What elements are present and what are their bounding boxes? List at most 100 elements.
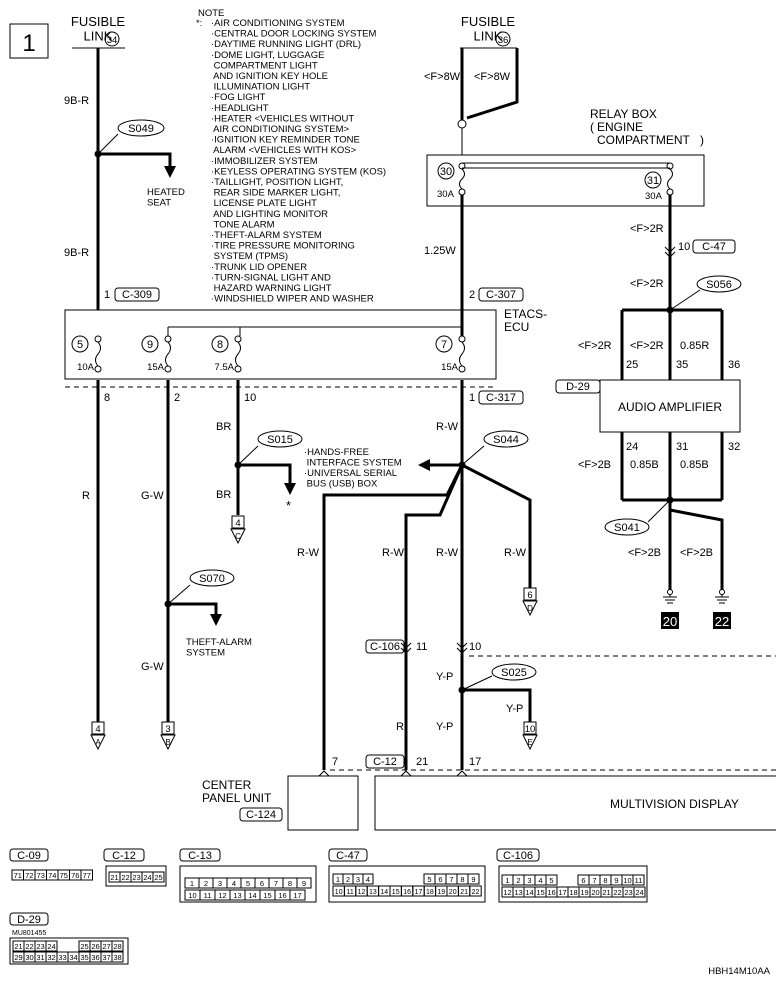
- pin-10-c47: 10: [678, 241, 690, 253]
- wire-label-br-2: BR: [216, 489, 231, 501]
- relay-fuse-30-num: 30: [440, 166, 452, 178]
- page-number: 1: [22, 30, 35, 57]
- pin: 38: [113, 953, 121, 962]
- pin: 23: [36, 942, 44, 951]
- wire-label-gw-2: G-W: [141, 661, 164, 673]
- pin: 14: [380, 889, 388, 896]
- pin: 19: [580, 888, 588, 897]
- pin-2-c307: 2: [469, 289, 475, 301]
- pin: 20: [591, 888, 599, 897]
- pin: 16: [403, 889, 411, 896]
- pin: 21: [460, 889, 468, 896]
- pin: 16: [547, 888, 555, 897]
- pin: 75: [60, 871, 68, 880]
- pin: 3: [356, 875, 360, 884]
- ref-number: 6: [527, 590, 532, 601]
- relay-fuse-31-num: 31: [647, 175, 659, 187]
- pin: 11: [346, 889, 353, 896]
- relay-box-sub2: COMPARTMENT: [597, 133, 691, 147]
- audio-amplifier-label: AUDIO AMPLIFIER: [618, 400, 722, 414]
- pin: 21: [14, 942, 22, 951]
- pin: 12: [218, 891, 226, 900]
- pin: 15: [392, 889, 400, 896]
- pin: 20: [449, 889, 457, 896]
- note-block: NOTE *: ·AIR CONDITIONING SYSTEM·CENTRAL…: [196, 8, 386, 305]
- note-item: REAR SIDE MARKER LIGHT,: [211, 188, 340, 199]
- wire-label-085b-2: 0.85B: [680, 459, 709, 471]
- pin: 5: [427, 875, 431, 884]
- note-item: AND IGNITION KEY HOLE: [211, 71, 328, 82]
- pin: 36: [91, 953, 99, 962]
- etacs-label-2: ECU: [504, 320, 529, 334]
- note-item: SYSTEM (TPMS): [211, 251, 288, 262]
- pin: 10: [623, 876, 631, 885]
- note-item: ·IMMOBILIZER SYSTEM: [211, 156, 318, 167]
- wire-label-rw-4: R-W: [436, 547, 459, 559]
- note-item: ·TURN-SIGNAL LIGHT AND: [211, 272, 331, 283]
- pin: 9: [471, 875, 475, 884]
- pin: 18: [569, 888, 577, 897]
- pin: 11: [204, 891, 212, 900]
- note-item: ·THEFT-ALARM SYSTEM: [211, 230, 322, 241]
- pin: 7: [592, 876, 596, 885]
- pin: 15: [263, 891, 271, 900]
- relay-fuse-30-amp: 30A: [437, 189, 455, 200]
- pin: 1: [336, 875, 340, 884]
- wire-label-br-1: BR: [216, 421, 231, 433]
- pin: 23: [624, 888, 632, 897]
- note-item: ·TIRE PRESSURE MONITORING: [211, 241, 355, 252]
- wire-label-9br-bottom: 9B-R: [64, 247, 89, 259]
- pin: 15: [536, 888, 544, 897]
- wire-label-085r: 0.85R: [680, 340, 709, 352]
- fusible-link-left-number: 34: [107, 35, 118, 46]
- ref-number: 4: [235, 518, 240, 529]
- fuse-rating: 15A: [441, 362, 459, 373]
- wire-label-yp-1: Y-P: [436, 671, 453, 683]
- pin-32: 32: [728, 441, 740, 453]
- ref-letter: B: [165, 738, 170, 747]
- ref-4A: 4A: [90, 721, 106, 751]
- note-item: ·AIR CONDITIONING SYSTEM: [211, 18, 345, 29]
- wire-label-f2r-4: <F>2R: [630, 340, 664, 352]
- pin: 9: [302, 879, 306, 888]
- pin: 24: [635, 888, 643, 897]
- pin: 13: [233, 891, 241, 900]
- fuse-rating: 7.5A: [214, 362, 234, 373]
- fuse-rating: 10A: [77, 362, 95, 373]
- pin: 4: [232, 879, 236, 888]
- relay-box-label: RELAY BOX: [590, 107, 657, 121]
- wire-label-r-2: R: [396, 721, 404, 733]
- pin: 7: [274, 879, 278, 888]
- relay-box-paren-open: (: [590, 120, 594, 134]
- pin: 8: [288, 879, 292, 888]
- pin: 2: [346, 875, 350, 884]
- pin: 24: [47, 942, 55, 951]
- pin: 28: [113, 942, 121, 951]
- wire-label-yp-3: Y-P: [506, 703, 523, 715]
- pin: 12: [358, 889, 366, 896]
- splice-s025: S025: [501, 667, 527, 679]
- pin: 6: [581, 876, 585, 885]
- wire-label-125w: 1.25W: [424, 245, 456, 257]
- connector-c47: C-47: [702, 241, 726, 253]
- ref-letter: D: [527, 604, 533, 613]
- note-item: ·KEYLESS OPERATING SYSTEM (KOS): [211, 166, 386, 177]
- fuse-rating: 15A: [147, 362, 165, 373]
- pin: 71: [14, 871, 22, 880]
- pin: 1: [190, 879, 194, 888]
- note-item: ·TRUNK LID OPENER: [211, 262, 307, 273]
- note-item: ·HEATER <VEHICLES WITHOUT: [211, 113, 354, 124]
- pin: 25: [154, 873, 162, 882]
- pin: 22: [472, 889, 480, 896]
- pin-8: 8: [104, 392, 110, 404]
- wire-label-rw-2: R-W: [297, 547, 320, 559]
- note-item: ILLUMINATION LIGHT: [211, 82, 310, 93]
- pin: 10: [188, 891, 196, 900]
- pin: 22: [25, 942, 33, 951]
- pin: 22: [613, 888, 621, 897]
- pin: 27: [102, 942, 110, 951]
